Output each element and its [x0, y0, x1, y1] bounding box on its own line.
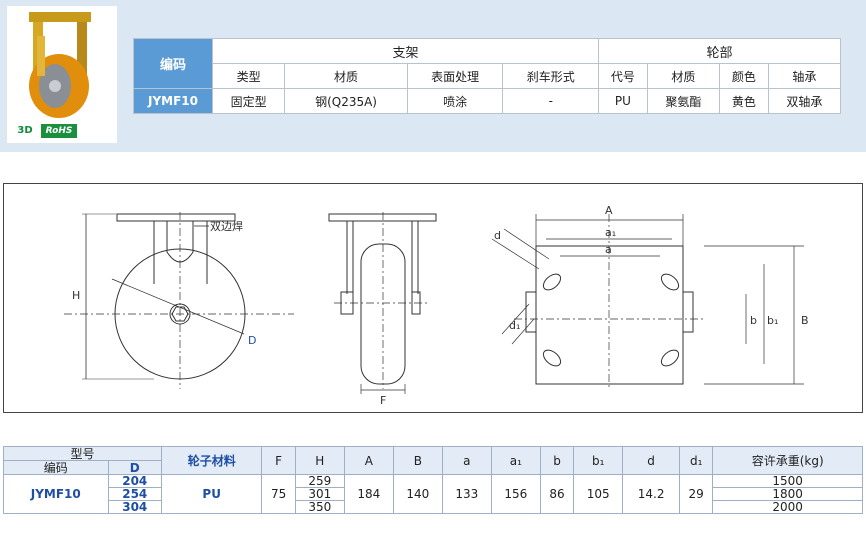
- drawing-svg: 双边焊 H D F: [64, 204, 809, 407]
- dim-F-label: F: [380, 394, 386, 407]
- rohs-badge: RoHS: [41, 124, 77, 138]
- code-subheader: 编码: [3, 460, 109, 475]
- col-surface: 表面处理: [406, 63, 504, 89]
- wheel-code-value: PU: [598, 88, 648, 114]
- code-value: JYMF10: [133, 88, 213, 114]
- dim-D-label: D: [248, 334, 256, 347]
- 3d-badge: 3D: [13, 124, 37, 138]
- D-subheader: D: [107, 460, 162, 475]
- top-view: [491, 214, 804, 389]
- product-photo: 3D RoHS: [7, 6, 117, 143]
- load-cell-1: 1800: [712, 487, 863, 501]
- front-view: [328, 212, 437, 394]
- col-brake: 刹车形式: [502, 63, 600, 89]
- bearing-value: 双轴承: [767, 88, 842, 114]
- dim-B-label: B: [801, 314, 809, 327]
- load-cell-2: 2000: [712, 500, 863, 514]
- col-type: 类型: [211, 63, 286, 89]
- H-cell-1: 301: [294, 487, 345, 501]
- H-cell-2: 350: [294, 500, 345, 514]
- D-cell-0: 204: [107, 474, 162, 488]
- weld-label: 双边焊: [210, 219, 243, 233]
- dim-d1-label: d₁: [509, 319, 520, 332]
- model-header: 型号: [3, 446, 162, 461]
- spec-table: 编码 支架 轮部 类型 材质 表面处理 刹车形式 代号 材质 颜色 轴承 JYM…: [133, 38, 842, 114]
- color-value: 黄色: [718, 88, 769, 114]
- wheel-material-cell: PU: [160, 474, 263, 514]
- a1-cell: 156: [490, 474, 541, 514]
- F-cell: 75: [261, 474, 296, 514]
- code-cell: JYMF10: [3, 474, 109, 514]
- F-header: F: [261, 446, 296, 475]
- wheel-header: 轮部: [598, 38, 841, 64]
- load-header: 容许承重(kg): [712, 446, 863, 475]
- D-cell-2: 304: [107, 500, 162, 514]
- a-header: a: [441, 446, 492, 475]
- caster-image: [29, 12, 91, 118]
- surface-value: 喷涂: [406, 88, 504, 114]
- H-header: H: [294, 446, 345, 475]
- code-header: 编码: [133, 38, 213, 89]
- dim-d-label: d: [494, 229, 501, 242]
- load-cell-0: 1500: [712, 474, 863, 488]
- B-header: B: [392, 446, 443, 475]
- a1-header: a₁: [490, 446, 541, 475]
- D-cell-1: 254: [107, 487, 162, 501]
- col-wheel-code: 代号: [598, 63, 648, 89]
- A-header: A: [343, 446, 394, 475]
- brake-value: -: [502, 88, 600, 114]
- a-cell: 133: [441, 474, 492, 514]
- dim-a1-label: a₁: [605, 226, 616, 239]
- dim-b-label: b: [750, 314, 757, 327]
- b1-header: b₁: [573, 446, 624, 475]
- col-color: 颜色: [718, 63, 769, 89]
- d1-header: d₁: [678, 446, 714, 475]
- bracket-header: 支架: [211, 38, 600, 64]
- type-value: 固定型: [211, 88, 286, 114]
- dim-a-label: a: [605, 243, 612, 256]
- dimension-table: 型号 轮子材料 F H A B a a₁ b b₁ d d₁ 容许承重(kg) …: [3, 446, 863, 514]
- col-wheel-material: 材质: [646, 63, 720, 89]
- B-cell: 140: [392, 474, 443, 514]
- H-cell-0: 259: [294, 474, 345, 488]
- d-header: d: [622, 446, 680, 475]
- technical-drawing: 双边焊 H D F: [3, 183, 863, 413]
- b-cell: 86: [539, 474, 575, 514]
- material-value: 钢(Q235A): [284, 88, 408, 114]
- wheel-material-header: 轮子材料: [160, 446, 263, 475]
- d-cell: 14.2: [622, 474, 680, 514]
- col-bearing: 轴承: [767, 63, 842, 89]
- col-material: 材质: [284, 63, 408, 89]
- dim-b1-label: b₁: [767, 314, 778, 327]
- A-cell: 184: [343, 474, 394, 514]
- dim-H-label: H: [72, 289, 80, 302]
- dim-A-label: A: [605, 204, 613, 217]
- d1-cell: 29: [678, 474, 714, 514]
- b-header: b: [539, 446, 575, 475]
- side-view: [64, 212, 294, 389]
- wheel-material-value: 聚氨酯: [646, 88, 720, 114]
- b1-cell: 105: [573, 474, 624, 514]
